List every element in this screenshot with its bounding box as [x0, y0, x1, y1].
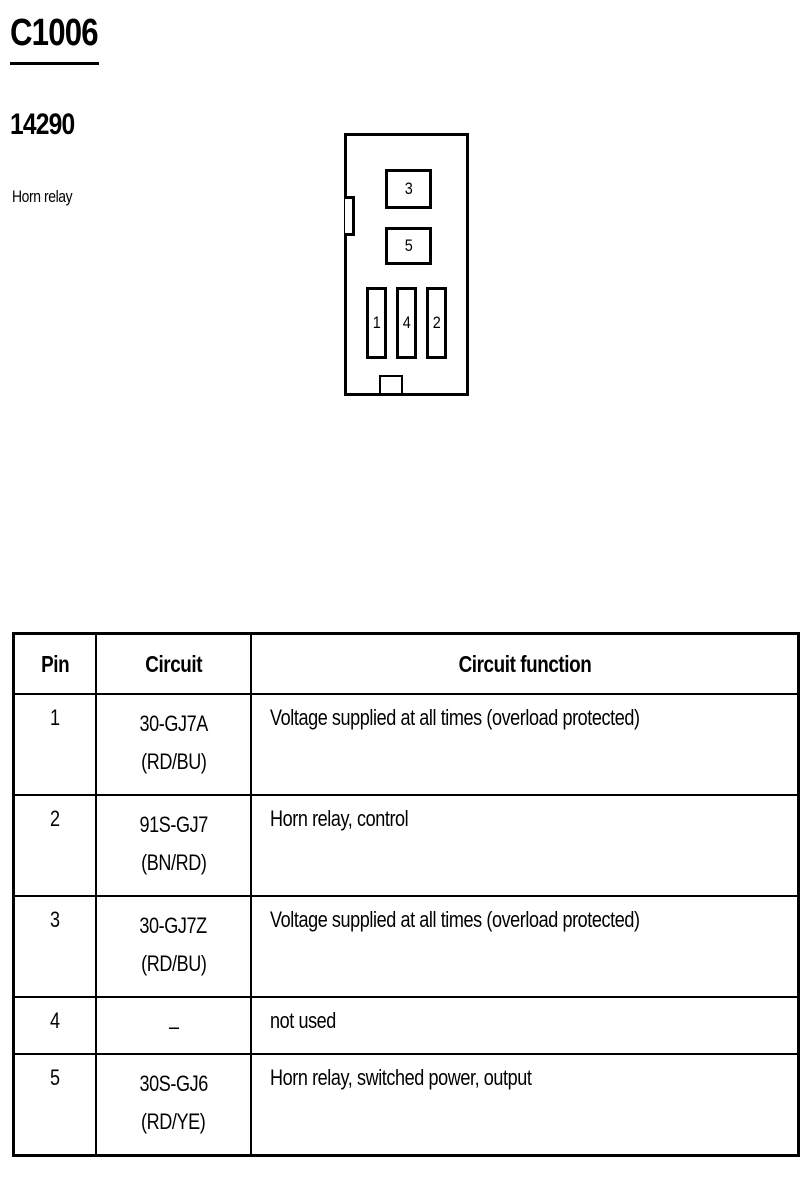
circuit-cell: 30-GJ7A(RD/BU)	[95, 693, 252, 796]
pin-cell: 3	[12, 895, 97, 998]
connector-key-slot	[379, 375, 403, 393]
connector-id-title: C1006	[10, 12, 99, 54]
table-row: 1 30-GJ7A(RD/BU) Voltage supplied at all…	[12, 693, 800, 796]
part-number: 14290	[10, 108, 75, 141]
cavity-pin-3: 3	[385, 169, 432, 209]
function-cell: Horn relay, control	[250, 794, 800, 897]
table-row: 5 30S-GJ6(RD/YE) Horn relay, switched po…	[12, 1053, 800, 1156]
cavity-pin-2: 2	[426, 287, 447, 359]
title-underline	[10, 62, 99, 65]
pin-out-table: Pin Circuit Circuit function 1 30-GJ7A(R…	[12, 632, 800, 1157]
pin-cell: 1	[12, 693, 97, 796]
connector-face-diagram	[344, 133, 469, 396]
table-row: 4 – not used	[12, 996, 800, 1055]
wire-color: (BN/RD)	[140, 850, 207, 875]
cavity-label: 4	[402, 313, 411, 332]
cavity-pin-4: 4	[396, 287, 417, 359]
cavity-label: 2	[432, 313, 441, 332]
column-header-pin: Pin	[12, 632, 97, 695]
function-cell: Voltage supplied at all times (overload …	[250, 895, 800, 998]
table-header-row: Pin Circuit Circuit function	[12, 632, 800, 695]
table-row: 2 91S-GJ7(BN/RD) Horn relay, control	[12, 794, 800, 897]
part-name: Horn relay	[12, 187, 73, 206]
circuit-cell: 30S-GJ6(RD/YE)	[95, 1053, 252, 1156]
cavity-pin-5: 5	[385, 227, 432, 265]
cavity-label: 1	[372, 313, 381, 332]
table-row: 3 30-GJ7Z(RD/BU) Voltage supplied at all…	[12, 895, 800, 998]
wire-color: (RD/BU)	[140, 749, 207, 774]
function-cell: Voltage supplied at all times (overload …	[250, 693, 800, 796]
wire-color: (RD/BU)	[140, 951, 207, 976]
circuit-cell: 30-GJ7Z(RD/BU)	[95, 895, 252, 998]
connector-locking-tab	[345, 196, 355, 236]
function-cell: Horn relay, switched power, output	[250, 1053, 800, 1156]
circuit-cell: –	[95, 996, 252, 1055]
circuit-cell: 91S-GJ7(BN/RD)	[95, 794, 252, 897]
cavity-label: 5	[404, 236, 413, 255]
column-header-circuit: Circuit	[95, 632, 252, 695]
pin-cell: 4	[12, 996, 97, 1055]
pin-cell: 2	[12, 794, 97, 897]
cavity-pin-1: 1	[366, 287, 387, 359]
pin-cell: 5	[12, 1053, 97, 1156]
column-header-circuit-function: Circuit function	[250, 632, 800, 695]
function-cell: not used	[250, 996, 800, 1055]
cavity-label: 3	[404, 179, 413, 198]
wire-color: (RD/YE)	[141, 1109, 206, 1134]
